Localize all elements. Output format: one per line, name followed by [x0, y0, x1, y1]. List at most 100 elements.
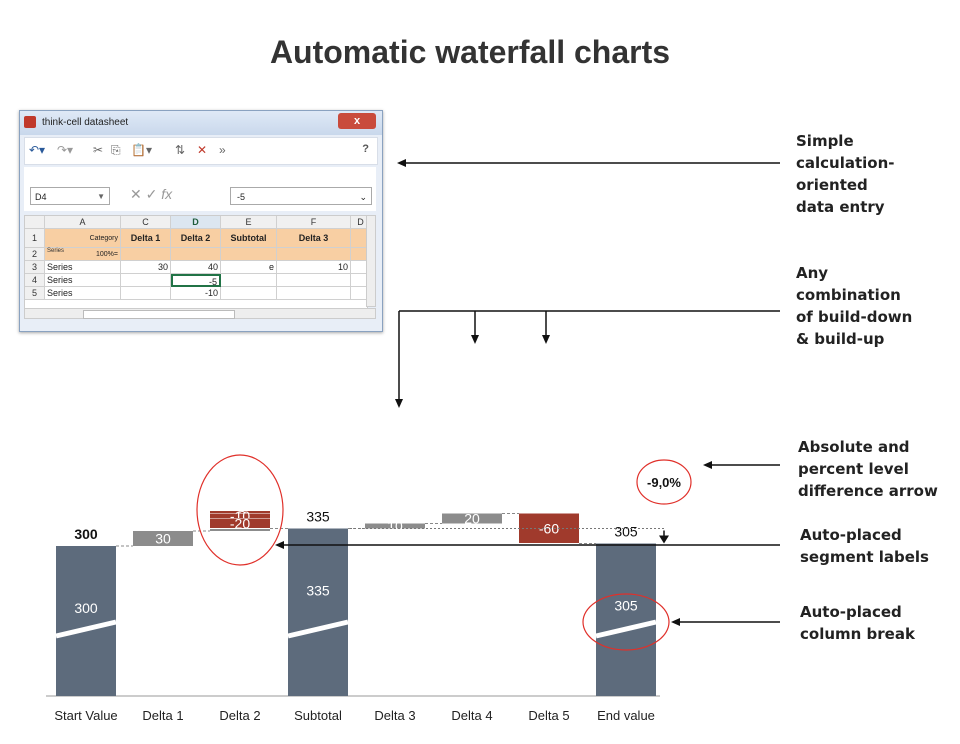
bar-label: 335	[306, 583, 330, 599]
annotation-line: oriented	[796, 176, 868, 194]
copy-icon[interactable]: ⎘	[111, 143, 121, 157]
bar-segment	[133, 531, 193, 546]
more-icon[interactable]: »	[219, 143, 226, 157]
grid-cell[interactable]: Delta 2	[171, 229, 221, 248]
segment-label: 10	[387, 518, 403, 534]
annotation-line: Auto-placed	[800, 603, 902, 621]
formula-bar: D4▼ ✕ ✓ fx -5⌄	[24, 167, 376, 211]
row-header[interactable]: 5	[25, 287, 45, 300]
annotation-line: calculation-	[796, 154, 895, 172]
total-value-label: 300	[74, 526, 98, 542]
grid-cell[interactable]	[221, 248, 277, 261]
row-header[interactable]: 2	[25, 248, 45, 261]
grid-cell[interactable]	[351, 287, 367, 300]
column-header[interactable]: E	[221, 216, 277, 229]
cancel-icon[interactable]: ✕	[130, 186, 142, 202]
grid-cell[interactable]	[171, 248, 221, 261]
bar-total	[56, 546, 116, 696]
break-highlight-circle	[582, 593, 670, 651]
total-value-label: 305	[614, 524, 638, 540]
row-header[interactable]: 1	[25, 229, 45, 248]
chevron-down-icon[interactable]: ▼	[97, 192, 105, 201]
annotation-line: Absolute and	[798, 438, 910, 456]
grid-cell[interactable]	[351, 248, 367, 261]
grid-cell[interactable]: 40	[171, 261, 221, 274]
annotation-line: difference arrow	[798, 482, 938, 500]
column-header[interactable]: A	[45, 216, 121, 229]
grid-cell[interactable]: Category	[45, 229, 121, 248]
cut-icon[interactable]: ✂	[93, 143, 104, 157]
bar-segment	[519, 513, 579, 544]
horizontal-scrollbar[interactable]	[24, 308, 376, 319]
row-header[interactable]: 4	[25, 274, 45, 287]
grid-cell[interactable]: e	[221, 261, 277, 274]
datasheet-window[interactable]: think-cell datasheet x ↶▾ ↷▾ ✂ ⎘ 📋▾ ⇅ ✕ …	[19, 110, 383, 332]
grid-cell[interactable]	[277, 248, 351, 261]
paste-icon[interactable]: 📋▾	[131, 143, 152, 157]
grid-cell[interactable]	[351, 274, 367, 287]
category-label: Delta 2	[219, 708, 261, 723]
annotation-arrow-difference-head	[703, 461, 712, 469]
grid-cell[interactable]: 30	[121, 261, 171, 274]
active-cell[interactable]: -5	[171, 274, 221, 287]
annotation-arrow-segment-head	[275, 541, 284, 549]
confirm-icon[interactable]: ✓	[145, 186, 158, 202]
annotation-difference: Absolute and percent level difference ar…	[798, 436, 938, 502]
grid-cell[interactable]: 100%=	[45, 248, 121, 261]
grid-cell[interactable]: Series	[45, 261, 121, 274]
vertical-scrollbar[interactable]	[366, 215, 376, 307]
category-label: Delta 4	[451, 708, 493, 723]
window-titlebar[interactable]: think-cell datasheet x	[20, 111, 382, 135]
grid-cell[interactable]	[121, 287, 171, 300]
grid-cell[interactable]: 10	[277, 261, 351, 274]
category-label: Start Value	[54, 708, 118, 723]
annotation-line: Auto-placed	[800, 526, 902, 544]
name-box[interactable]: D4▼	[30, 187, 110, 205]
select-all-corner[interactable]	[25, 216, 45, 229]
grid-cell[interactable]	[351, 229, 367, 248]
grid-cell[interactable]	[121, 274, 171, 287]
segment-label: -60	[539, 521, 559, 537]
fx-icon[interactable]: fx	[161, 186, 173, 202]
difference-circle	[636, 459, 692, 505]
chevron-down-icon[interactable]: ⌄	[359, 192, 367, 202]
row-header[interactable]: 3	[25, 261, 45, 274]
grid-cell[interactable]: Series	[45, 274, 121, 287]
bar-segment	[210, 513, 270, 519]
annotation-arrow-data-head	[397, 159, 406, 167]
column-header[interactable]: C	[121, 216, 171, 229]
grid-cell[interactable]: Series	[45, 287, 121, 300]
grid-cell[interactable]: -10	[171, 287, 221, 300]
grid-cell[interactable]	[221, 274, 277, 287]
sort-icon[interactable]: ⇅	[175, 143, 186, 157]
column-header[interactable]: D	[351, 216, 367, 229]
grid-cell[interactable]	[277, 287, 351, 300]
grid-cell[interactable]: Delta 3	[277, 229, 351, 248]
grid-cell[interactable]	[121, 248, 171, 261]
grid-cell[interactable]: Subtotal	[221, 229, 277, 248]
annotation-line: column break	[800, 625, 915, 643]
annotation-line: combination	[796, 286, 901, 304]
close-button[interactable]: x	[338, 113, 376, 129]
bar-label: 300	[74, 600, 98, 616]
help-button[interactable]: ?	[362, 143, 369, 155]
column-header[interactable]: D	[171, 216, 221, 229]
annotation-build: Any combination of build-down & build-up	[796, 262, 912, 350]
column-header[interactable]: F	[277, 216, 351, 229]
grid-cell[interactable]	[277, 274, 351, 287]
formula-input[interactable]: -5⌄	[230, 187, 372, 205]
annotation-data-entry: Simple calculation- oriented data entry	[796, 130, 895, 218]
window-title: think-cell datasheet	[42, 117, 129, 128]
annotation-segment: Auto-placed segment labels	[800, 524, 929, 568]
grid-cell[interactable]: Delta 1	[121, 229, 171, 248]
grid-cell[interactable]	[351, 261, 367, 274]
redo-icon[interactable]: ↷▾	[57, 143, 74, 157]
undo-icon[interactable]: ↶▾	[29, 143, 46, 157]
annotation-line: percent level	[798, 460, 909, 478]
scroll-thumb[interactable]	[83, 310, 235, 319]
annotation-arrow-break-head	[671, 618, 680, 626]
delete-column-icon[interactable]: ✕	[197, 143, 208, 157]
grid-cell[interactable]	[221, 287, 277, 300]
